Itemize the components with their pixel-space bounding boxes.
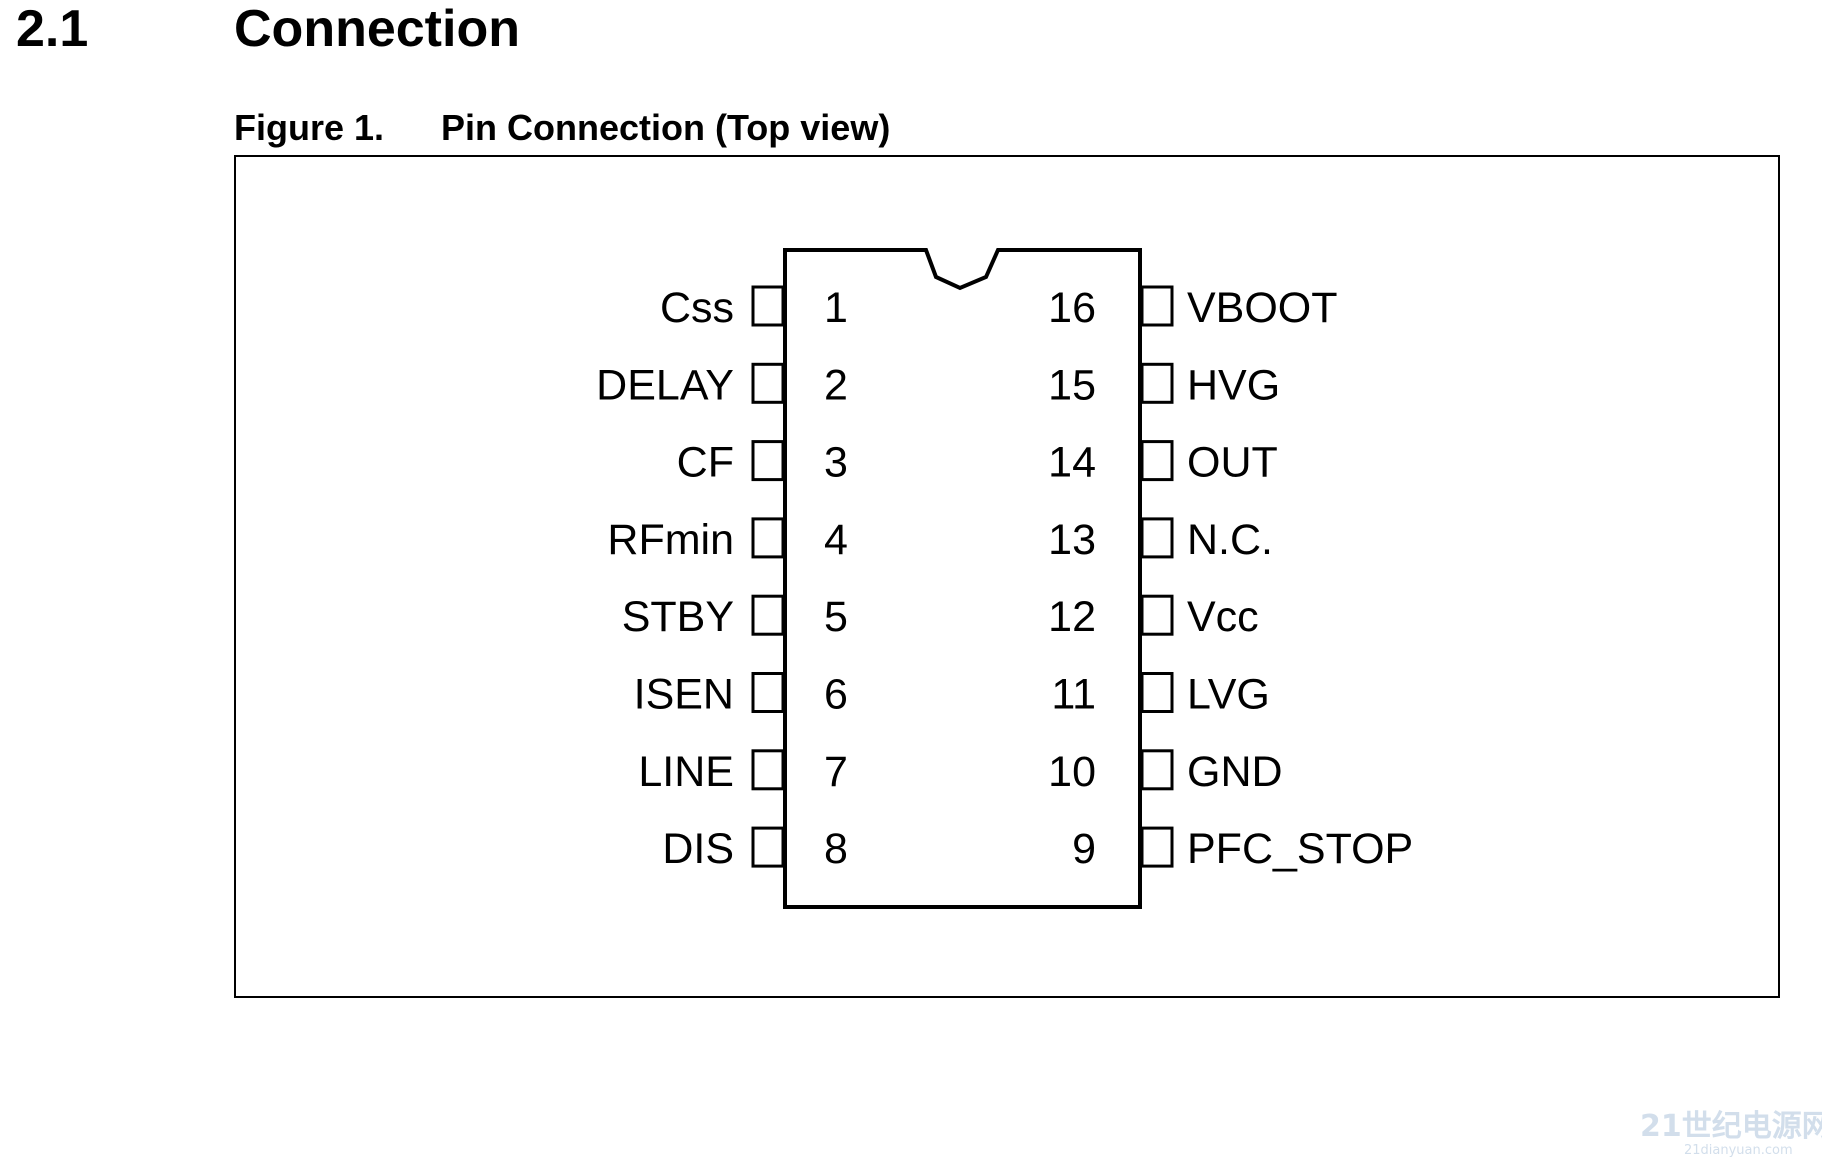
pin-name: Css [660, 284, 734, 332]
pin-number: 12 [1048, 593, 1096, 641]
right-pin-column: 16 VBOOT 15 HVG 14 OUT 13 N.C. 12 Vcc 11 LVG 10 GND 9 P… [1048, 284, 1413, 873]
pin-number: 4 [824, 516, 848, 564]
watermark: 21世纪电源网 21dianyuan.com [1640, 1109, 1822, 1160]
pin-number: 10 [1048, 748, 1096, 796]
section-title: Connection [234, 0, 520, 58]
pin-lead [751, 362, 785, 404]
pin-lead [751, 440, 785, 482]
pin-name: DELAY [596, 361, 734, 409]
pin-number: 6 [824, 671, 848, 719]
pin-name: N.C. [1187, 516, 1273, 564]
pin-lead [1140, 672, 1174, 713]
figure-frame [234, 155, 1780, 998]
pin-lead [751, 826, 785, 868]
pin-name: HVG [1187, 361, 1280, 409]
watermark-url: 21dianyuan.com [1684, 1143, 1793, 1158]
pin-name: GND [1187, 748, 1283, 796]
pin-number: 3 [824, 439, 848, 487]
pin-14: 14 OUT [1048, 439, 1278, 487]
pin-number: 5 [824, 593, 848, 641]
pin-number: 14 [1048, 439, 1096, 487]
pin-lead [1140, 749, 1174, 791]
pin-number: 13 [1048, 516, 1096, 564]
figure-title: Pin Connection (Top view) [441, 107, 891, 148]
pin-name: LINE [638, 748, 734, 796]
pin-number: 16 [1048, 284, 1096, 332]
pin-12: 12 Vcc [1048, 593, 1259, 641]
ic-package-body [783, 248, 1142, 909]
pin-4: 4 RFmin [607, 516, 848, 564]
figure-label: Figure 1. [234, 107, 385, 148]
pin-name: Vcc [1187, 593, 1259, 641]
watermark-text: 21世纪电源网 [1640, 1109, 1822, 1144]
pin-number: 1 [824, 284, 848, 332]
pin-name: CF [677, 439, 734, 487]
pin-name: LVG [1187, 671, 1270, 719]
pin-5: 5 STBY [622, 593, 848, 641]
pin-number: 9 [1072, 825, 1096, 873]
pin-8: 8 DIS [662, 825, 848, 873]
pin-6: 6 ISEN [634, 671, 848, 719]
pin-name: VBOOT [1187, 284, 1338, 332]
pin-name: ISEN [634, 671, 734, 719]
pin-name: STBY [622, 593, 734, 641]
pin-name: PFC_STOP [1187, 825, 1413, 873]
pin-lead [1140, 285, 1174, 327]
pin-1: 1 Css [660, 284, 848, 332]
pin-lead [751, 672, 785, 713]
pin-10: 10 GND [1048, 748, 1282, 796]
pin-name: DIS [662, 825, 734, 873]
pin-3: 3 CF [677, 439, 848, 487]
pin-9: 9 PFC_STOP [1072, 825, 1413, 873]
left-pin-column: 1 Css 2 DELAY 3 CF 4 RFmin 5 STBY 6 ISEN 7 LINE 8 DIS [596, 284, 848, 873]
pin-2: 2 DELAY [596, 361, 848, 409]
pin-name: RFmin [607, 516, 734, 564]
pin-13: 13 N.C. [1048, 516, 1273, 564]
pin-number: 2 [824, 361, 848, 409]
section-number: 2.1 [16, 0, 89, 58]
pin-name: OUT [1187, 439, 1278, 487]
pin-lead [1140, 826, 1174, 868]
pin-11: 11 LVG [1051, 671, 1270, 719]
pin-lead [751, 517, 785, 559]
pin-lead [1140, 440, 1174, 482]
pin-lead [751, 594, 785, 636]
pin-number: 7 [824, 748, 848, 796]
pin-number: 11 [1051, 671, 1096, 719]
pin-lead [1140, 362, 1174, 404]
pin-number: 8 [824, 825, 848, 873]
pin-16: 16 VBOOT [1048, 284, 1337, 332]
pin-7: 7 LINE [638, 748, 848, 796]
pin-lead [751, 285, 785, 327]
pin-lead [751, 749, 785, 791]
pin-lead [1140, 517, 1174, 559]
pin-15: 15 HVG [1048, 361, 1280, 409]
pin-number: 15 [1048, 361, 1096, 409]
pin-lead [1140, 594, 1174, 636]
